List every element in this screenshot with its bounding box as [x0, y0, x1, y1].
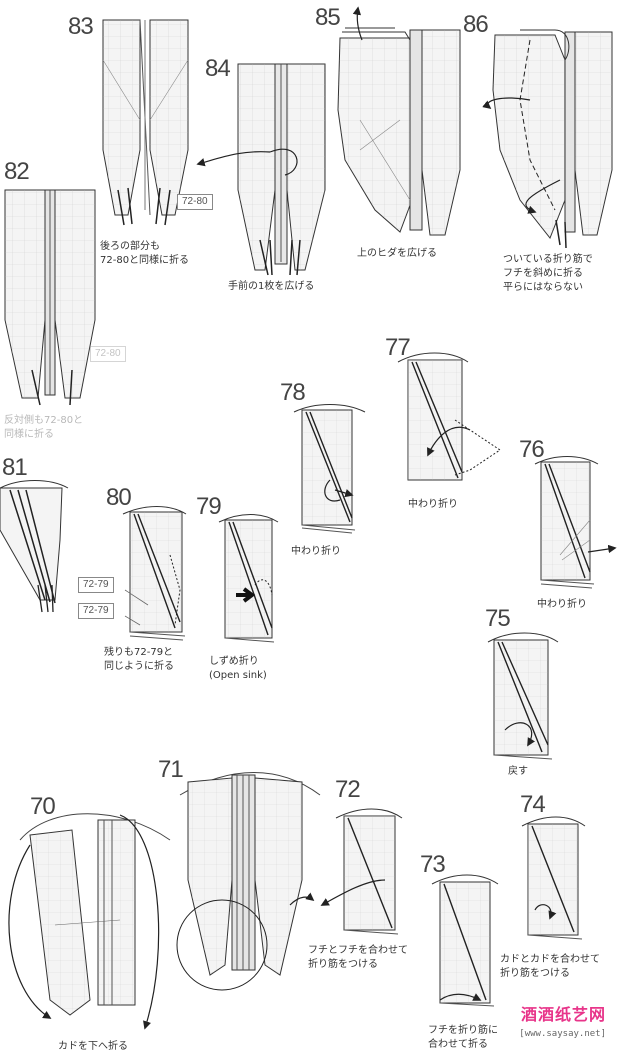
step-84-drawing	[196, 63, 326, 276]
step-77-drawing	[397, 352, 501, 481]
step-82-drawing	[4, 189, 96, 406]
caption-83: 後ろの部分も 72-80と同様に折る	[100, 241, 190, 266]
reference-box-83: 72-80	[177, 194, 213, 210]
step-number-81: 81	[2, 454, 28, 481]
step-number-72: 72	[335, 776, 361, 803]
caption-72: フチとフチを合わせて 折り筋をつける	[308, 945, 408, 970]
step-76-drawing	[534, 456, 617, 589]
step-85-drawing	[337, 6, 461, 236]
caption-84: 手前の1枚を広げる	[228, 281, 315, 292]
caption-86: ついている折り筋で フチを斜めに折る 平らにはならない	[503, 254, 593, 293]
caption-78: 中わり折り	[291, 546, 341, 557]
step-71-drawing	[176, 772, 321, 991]
caption-76: 中わり折り	[537, 599, 587, 610]
caption-85: 上のヒダを広げる	[357, 248, 437, 259]
step-number-84: 84	[205, 55, 231, 82]
reference-box-80-a: 72-79	[78, 577, 114, 593]
caption-79: しずめ折り (Open sink)	[209, 656, 267, 681]
step-number-80: 80	[106, 484, 132, 511]
step-number-70: 70	[30, 793, 56, 820]
step-number-76: 76	[519, 436, 545, 463]
caption-73: フチを折り筋に 合わせて折る	[428, 1025, 498, 1050]
step-70-drawing	[8, 813, 171, 1030]
step-83-drawing	[102, 19, 189, 226]
step-73-drawing	[431, 874, 499, 1007]
step-80-drawing	[122, 506, 187, 641]
step-number-71: 71	[158, 756, 184, 783]
caption-75: 戻す	[508, 766, 528, 777]
step-75-drawing	[487, 632, 559, 760]
watermark-logo: 酒酒纸艺网	[520, 1005, 606, 1024]
step-number-79: 79	[196, 493, 222, 520]
step-72-drawing	[320, 808, 403, 935]
caption-82: 反対側も72-80と 同様に折る	[4, 415, 84, 440]
step-number-77: 77	[385, 334, 411, 361]
step-81-drawing	[0, 480, 69, 613]
caption-80: 残りも72-79と 同じように折る	[104, 647, 174, 672]
step-74-drawing	[521, 816, 586, 940]
step-number-74: 74	[520, 791, 546, 818]
step-number-82: 82	[4, 158, 30, 185]
watermark-url: [www.saysay.net]	[519, 1029, 606, 1039]
reference-box-82: 72-80	[90, 346, 126, 362]
step-number-83: 83	[68, 13, 94, 40]
step-number-85: 85	[315, 4, 341, 31]
step-79-drawing	[218, 514, 279, 643]
step-number-75: 75	[485, 605, 511, 632]
caption-74: カドとカドを合わせて 折り筋をつける	[500, 954, 600, 979]
step-78-drawing	[293, 404, 366, 534]
reference-box-80-b: 72-79	[78, 603, 114, 619]
caption-70: カドを下へ折る	[58, 1041, 128, 1052]
step-number-73: 73	[420, 851, 446, 878]
step-86-drawing	[482, 29, 613, 249]
step-number-86: 86	[463, 11, 489, 38]
step-number-78: 78	[280, 379, 306, 406]
caption-77: 中わり折り	[408, 499, 458, 510]
